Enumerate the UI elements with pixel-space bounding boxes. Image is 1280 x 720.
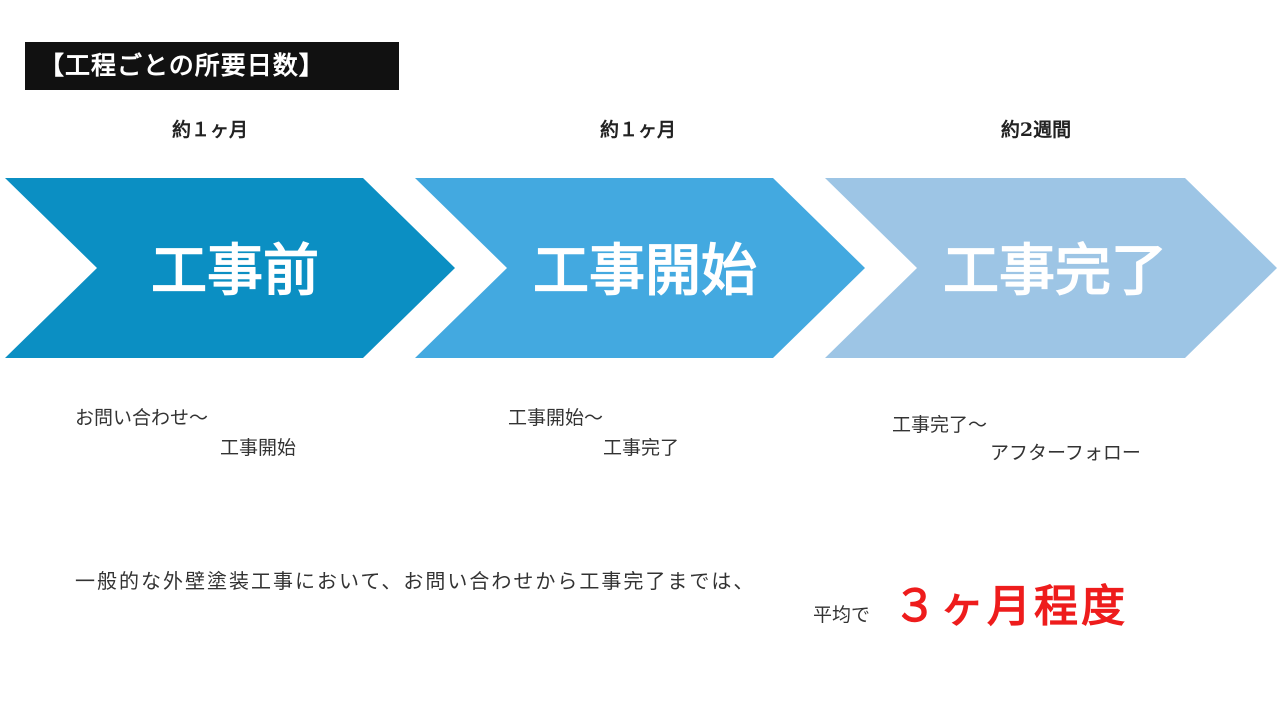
- stage-1-desc-line1: お問い合わせ〜: [75, 407, 209, 429]
- stage-3-duration: 約2週間: [1000, 119, 1072, 141]
- stage-1-duration: 約１ヶ月: [171, 119, 248, 141]
- stage-3-desc-line1: 工事完了〜: [892, 414, 988, 436]
- average-label: 平均で: [813, 604, 871, 626]
- stage-2-label: 工事開始: [533, 238, 757, 304]
- stage-1-chevron: [5, 178, 455, 358]
- stage-1-desc-line2: 工事開始: [220, 437, 297, 459]
- stage-3-chevron: [825, 178, 1277, 358]
- average-value: ３ヶ月程度: [893, 581, 1128, 632]
- page-title: 【工程ごとの所要日数】: [25, 42, 399, 90]
- stage-3-label: 工事完了: [943, 238, 1167, 304]
- summary-text: 一般的な外壁塗装工事において、お問い合わせから工事完了までは、: [75, 569, 756, 593]
- stage-3-desc-line2: アフターフォロー: [990, 442, 1141, 464]
- stage-1-label: 工事前: [151, 238, 319, 304]
- stage-2-duration: 約１ヶ月: [599, 119, 676, 141]
- stage-2-chevron: [415, 178, 865, 358]
- stage-2-desc-line2: 工事完了: [603, 437, 680, 459]
- stage-2-desc-line1: 工事開始〜: [508, 407, 604, 429]
